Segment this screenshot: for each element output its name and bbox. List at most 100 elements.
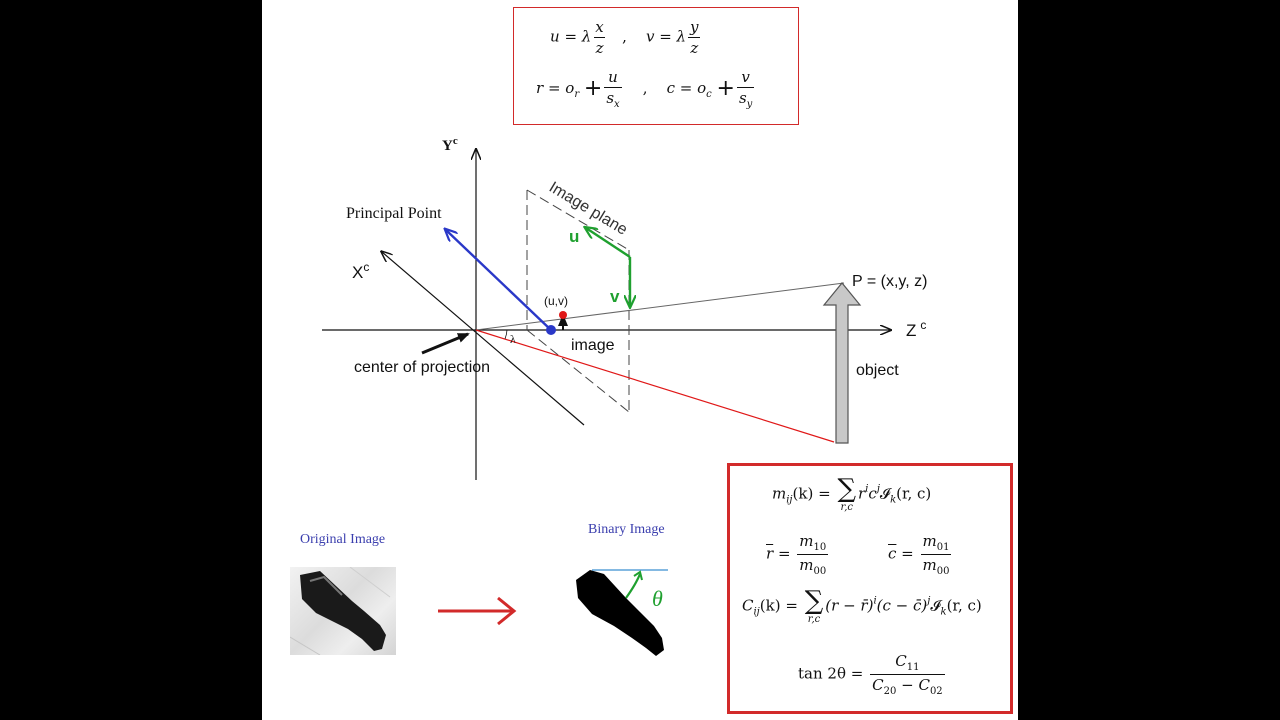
frac-num: y bbox=[690, 18, 699, 36]
image-plane-top-edge bbox=[526, 189, 630, 251]
tan-lhs: tan 2θ = bbox=[798, 664, 864, 683]
x-axis-label: Xc bbox=[352, 260, 369, 282]
theta-arc-head bbox=[633, 570, 643, 581]
intensity-symbol: 𝓘 bbox=[879, 484, 891, 503]
point-p-label: P = (x,y, z) bbox=[852, 273, 927, 290]
intensity-symbol: 𝓘 bbox=[930, 596, 941, 615]
principal-point-label: Principal Point bbox=[346, 205, 442, 222]
intensity-args: (r, c) bbox=[896, 484, 932, 503]
eq-u-symbol: u bbox=[550, 27, 560, 46]
ray-to-object-base bbox=[475, 329, 835, 443]
frac-den: s bbox=[606, 89, 615, 107]
eq-lambda: λ bbox=[676, 27, 687, 46]
eq-separator: , bbox=[622, 27, 627, 46]
frac-num: u bbox=[608, 68, 618, 86]
frac-num: C bbox=[895, 652, 907, 670]
frac-num-sub: 10 bbox=[813, 542, 827, 553]
principal-point-arrow bbox=[446, 230, 552, 331]
frac-den-sub: 00 bbox=[936, 566, 950, 577]
object-label: object bbox=[856, 362, 899, 379]
eq-lambda: λ bbox=[581, 27, 592, 46]
v-label: v bbox=[610, 287, 620, 306]
theta-label: θ bbox=[652, 586, 663, 611]
x-axis bbox=[382, 252, 585, 426]
eq-v-symbol: v bbox=[645, 27, 655, 46]
eq-o-symbol: o bbox=[565, 79, 575, 97]
sum-symbol: ∑r,c bbox=[837, 474, 857, 513]
center-of-projection-arrow bbox=[421, 332, 470, 355]
minus-sign: − bbox=[901, 676, 914, 694]
m-symbol: m bbox=[772, 484, 787, 503]
sum-limits: r,c bbox=[840, 502, 853, 513]
frac-den-a: C bbox=[872, 676, 884, 694]
binary-bottle-picture: θ bbox=[576, 569, 668, 656]
image-plane-bottom-edge bbox=[526, 329, 630, 413]
m-arg: (k) = bbox=[792, 484, 831, 503]
intensity-sub: k bbox=[940, 606, 947, 618]
equation-central-moment: Cij(k) = ∑r,c(r − r̄)i(c − c̄)j𝓘k(r, c) bbox=[742, 588, 982, 625]
intensity-sub: k bbox=[890, 494, 897, 506]
binary-image: θ bbox=[570, 562, 678, 660]
C-symbol: C bbox=[742, 596, 754, 615]
frac-den-sub: y bbox=[746, 99, 753, 110]
c-symbol: c bbox=[868, 484, 877, 503]
r-diff-term: (r − r̄) bbox=[825, 596, 874, 615]
frac-num: m bbox=[799, 532, 814, 550]
eq-separator: , bbox=[642, 79, 648, 97]
frac-den-sub: 00 bbox=[813, 566, 827, 577]
frac-den: m bbox=[922, 556, 937, 574]
u-direction-arrow bbox=[586, 228, 631, 259]
intensity-args: (r, c) bbox=[946, 596, 982, 615]
conversion-arrow-head bbox=[497, 596, 517, 626]
frac-den-a-sub: 20 bbox=[883, 686, 897, 697]
binary-image-caption: Binary Image bbox=[588, 522, 665, 537]
eq-o-sub: c bbox=[706, 89, 712, 100]
lambda-label: λ bbox=[510, 332, 516, 346]
r-symbol: r bbox=[858, 484, 866, 503]
sup-j: j bbox=[927, 595, 931, 607]
center-of-projection-label: center of projection bbox=[354, 359, 490, 376]
original-image-caption: Original Image bbox=[300, 532, 386, 547]
plus-sign: + bbox=[716, 76, 735, 101]
frac-den: s bbox=[738, 89, 747, 107]
frac-den-b-sub: 02 bbox=[929, 686, 943, 697]
principal-point-dot bbox=[546, 325, 556, 335]
sum-limits: r,c bbox=[807, 614, 821, 625]
sup-j: j bbox=[876, 483, 880, 495]
u-label: u bbox=[569, 227, 579, 246]
uv-point-dot bbox=[559, 311, 567, 319]
eq-o-symbol: o bbox=[697, 79, 707, 97]
ray-to-p bbox=[475, 282, 845, 331]
frac-den-sub: x bbox=[614, 99, 620, 110]
lambda-arc bbox=[504, 329, 508, 340]
y-axis-label: Yc bbox=[442, 135, 458, 154]
eq-r-symbol: r bbox=[536, 79, 544, 97]
original-image bbox=[290, 567, 396, 655]
frac-den: z bbox=[595, 39, 604, 57]
frac-num-sub: 11 bbox=[906, 662, 920, 673]
sum-symbol: ∑r,c bbox=[804, 586, 824, 625]
uv-label: (u,v) bbox=[544, 294, 568, 308]
sup-i: i bbox=[873, 595, 877, 607]
plus-sign: + bbox=[583, 76, 603, 101]
frac-den: m bbox=[799, 556, 814, 574]
c-diff-term: (c − c̄) bbox=[876, 596, 928, 615]
eq-o-sub: r bbox=[574, 89, 580, 100]
